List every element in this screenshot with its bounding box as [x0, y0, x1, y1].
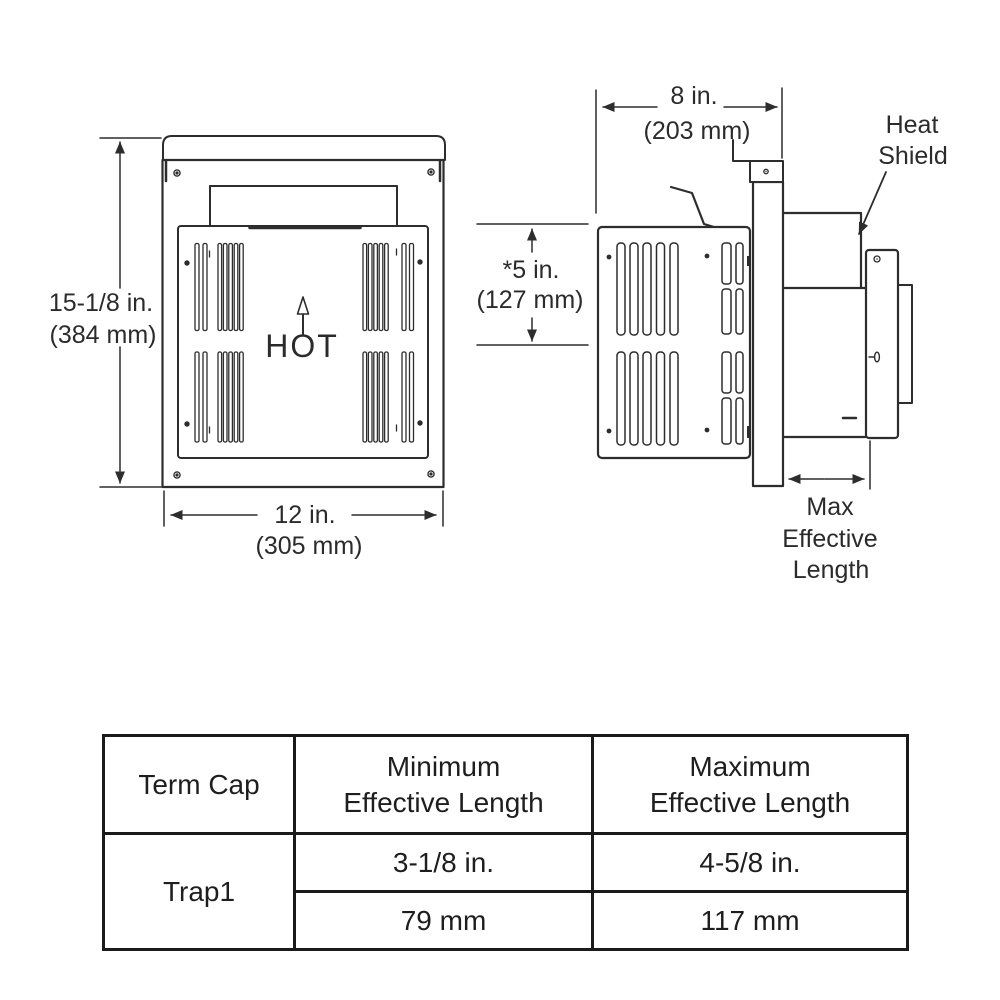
min-header-line2: Effective Length: [343, 786, 544, 818]
collar-screw: [873, 255, 881, 263]
spec-table-row-mm: 79 mm 117 mm: [104, 890, 909, 951]
side-cap-body: [596, 225, 752, 460]
front-panel-screws: [184, 259, 423, 427]
max-header-line1: Maximum: [689, 750, 811, 782]
heat-shield-label-line2: Shield: [878, 142, 948, 170]
table-cell-term-cap-name: Trap1: [102, 832, 296, 951]
wall-top-flashing: [732, 139, 751, 162]
collar-plate: [864, 248, 900, 440]
side-cap-mount-tabs: [747, 256, 751, 438]
heat-shield-label-line1: Heat: [886, 111, 939, 139]
table-header-term-cap: Term Cap: [102, 734, 296, 835]
heat-shield-leader: [858, 171, 887, 235]
max-effective-dimension: [788, 440, 871, 490]
front-corner-screws: [173, 168, 435, 479]
table-cell-min-mm: 79 mm: [293, 890, 594, 951]
max-header-line2: Effective Length: [649, 786, 851, 818]
hot-label: HOT: [265, 328, 339, 364]
max-effective-label-line1: Max: [806, 493, 854, 521]
front-height-in-label: 15-1/8 in.: [49, 289, 153, 317]
collar-back-plate: [897, 284, 913, 404]
table-header-max-effective-length: Maximum Effective Length: [591, 734, 909, 835]
offset-in-label: *5 in.: [503, 256, 560, 284]
front-louver-ticks: [208, 248, 398, 434]
vent-cap-diagram: HOT 15-1/8 in. (384 mm) 12 in. (305 mm): [49, 82, 948, 584]
bracket-screw: [763, 168, 769, 175]
side-view: [476, 87, 913, 490]
front-height-dimension: [99, 137, 162, 488]
side-louvers-left: [616, 242, 679, 446]
front-louvers-upper: [194, 242, 415, 332]
spec-table-row-inches: Trap1 3-1/8 in. 4-5/8 in.: [102, 832, 909, 951]
table-cell-max-mm: 117 mm: [591, 890, 909, 951]
front-width-dimension: [163, 490, 444, 527]
spec-table: Term Cap Minimum Effective Length Maximu…: [102, 734, 909, 951]
depth-in-label: 8 in.: [670, 82, 717, 110]
min-header-line1: Minimum: [386, 750, 501, 782]
depth-mm-label: (203 mm): [644, 117, 751, 145]
heat-shield-shape: [781, 211, 863, 290]
side-louvers-right: [721, 242, 744, 445]
hot-up-arrow-icon: [296, 296, 310, 335]
spec-table-header-row: Term Cap Minimum Effective Length Maximu…: [102, 734, 909, 835]
front-top-cap: [162, 135, 446, 161]
table-header-min-effective-length: Minimum Effective Length: [293, 734, 594, 835]
collar-screw-dot: [876, 258, 878, 260]
offset-mm-label: (127 mm): [477, 286, 584, 314]
collar-keyhole: [873, 351, 881, 363]
front-view: [161, 135, 446, 489]
front-width-mm-label: (305 mm): [256, 532, 363, 560]
cap-leader-line: [669, 185, 716, 229]
bracket-screw-dot: [765, 170, 767, 173]
wall-section: [751, 180, 785, 488]
table-cell-min-in: 3-1/8 in.: [293, 832, 594, 893]
max-effective-label-line2: Effective: [782, 525, 877, 553]
front-height-mm-label: (384 mm): [50, 321, 157, 349]
front-width-in-label: 12 in.: [274, 501, 335, 529]
offset-dimension: [476, 223, 589, 346]
front-louvers-lower: [194, 351, 415, 443]
max-effective-label-line3: Length: [793, 556, 869, 584]
side-cap-screws: [606, 253, 710, 434]
table-cell-max-in: 4-5/8 in.: [591, 832, 909, 893]
